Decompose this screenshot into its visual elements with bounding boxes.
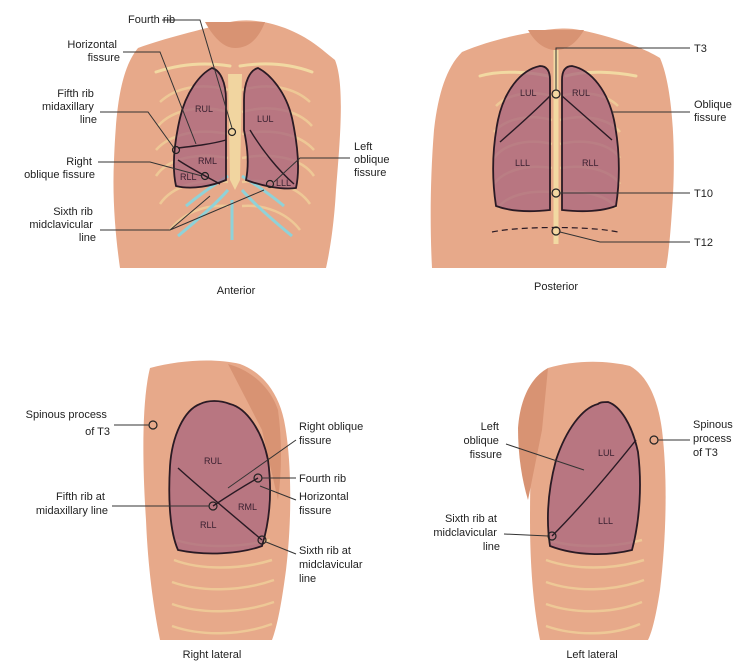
right-lateral-label-fourth-rib: Fourth rib	[299, 473, 346, 485]
anterior-label-right-oblique: Right oblique fissure	[24, 156, 95, 181]
anterior-label-sixth-rib: Sixth rib midclavicular line	[29, 206, 96, 244]
anterior-lobe-rul: RUL	[195, 104, 213, 114]
right-lateral-lobe-rul: RUL	[204, 456, 222, 466]
left-lateral-label-oblique: Left oblique fissure	[463, 421, 502, 461]
right-lateral-label-oblique: Right oblique fissure	[299, 421, 366, 447]
right-lateral-lobe-rml: RML	[238, 502, 257, 512]
posterior-lobe-lul: LUL	[520, 88, 537, 98]
anterior-caption: Anterior	[217, 285, 256, 297]
posterior-label-oblique: Oblique fissure	[694, 99, 735, 124]
posterior-lobe-rul: RUL	[572, 88, 590, 98]
anterior-lobe-rml: RML	[198, 156, 217, 166]
anterior-panel: RUL LUL RML RLL LLL Fourth rib Horizonta…	[24, 14, 392, 297]
right-lateral-label-spinous: Spinous process of T3	[26, 409, 110, 438]
right-lateral-panel: RUL RML RLL Spinous process of T3 Fifth …	[26, 361, 367, 661]
posterior-lobe-lll: LLL	[515, 158, 530, 168]
posterior-lobe-rll: RLL	[582, 158, 599, 168]
right-lateral-label-horizontal: Horizontal fissure	[299, 491, 352, 517]
left-lateral-panel: LUL LLL Left oblique fissure Sixth rib a…	[433, 362, 735, 661]
right-lateral-label-fifth-rib: Fifth rib at midaxillary line	[36, 491, 108, 517]
anterior-label-fourth-rib: Fourth rib	[128, 14, 175, 26]
right-lateral-lobe-rll: RLL	[200, 520, 217, 530]
posterior-label-t10: T10	[694, 188, 713, 200]
posterior-label-t3: T3	[694, 43, 707, 55]
left-lateral-lobe-lul: LUL	[598, 448, 615, 458]
right-lateral-lung	[169, 401, 270, 553]
anterior-label-left-oblique: Left oblique fissure	[354, 141, 393, 179]
right-lateral-label-sixth-rib: Sixth rib at midclavicular line	[299, 545, 366, 585]
left-lateral-label-sixth-rib: Sixth rib at midclavicular line	[433, 513, 500, 553]
right-lateral-caption: Right lateral	[183, 649, 242, 661]
posterior-label-t12: T12	[694, 237, 713, 249]
posterior-panel: LUL RUL LLL RLL T3 Oblique fissure T10 T…	[431, 29, 735, 294]
left-lateral-label-spinous: Spinous process of T3	[693, 419, 736, 459]
anterior-lobe-lul: LUL	[257, 114, 274, 124]
anterior-lobe-lll: LLL	[276, 178, 291, 188]
left-lateral-caption: Left lateral	[566, 649, 617, 661]
anterior-label-horizontal-fissure: Horizontal fissure	[67, 39, 120, 64]
left-lateral-lobe-lll: LLL	[598, 516, 613, 526]
posterior-caption: Posterior	[534, 281, 578, 293]
anterior-label-fifth-rib: Fifth rib midaxillary line	[42, 88, 97, 126]
